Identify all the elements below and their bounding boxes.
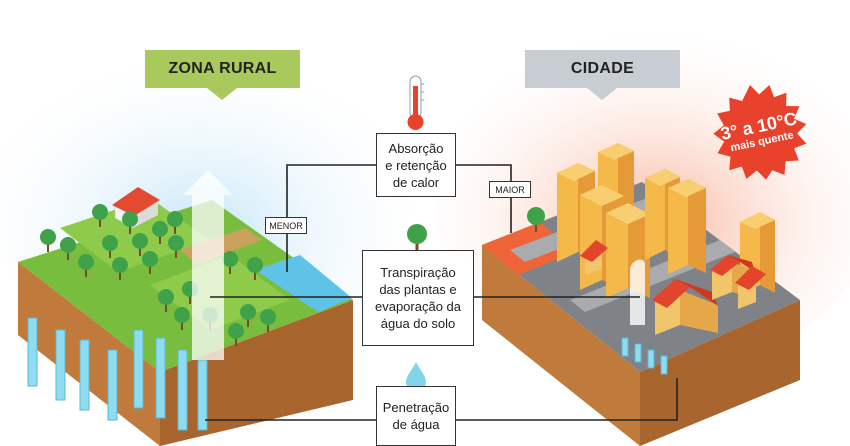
rural-banner-pointer [207,88,237,100]
higher-tag: MAIOR [489,181,531,198]
tree-icon [407,224,427,250]
city-label: CIDADE [571,60,634,78]
city-banner-pointer [587,88,617,100]
rural-zone-banner: ZONA RURAL [145,50,300,88]
higher-tag-text: MAIOR [495,185,525,195]
transpiration-box: Transpiração das plantas e evaporação da… [362,250,474,346]
city-banner: CIDADE [525,50,680,88]
city-wind-arrow-icon [630,260,645,325]
heat-absorption-text: Absorção e retenção de calor [385,140,446,191]
water-penetration-text: Penetração de água [383,399,450,433]
rural-zone-label: ZONA RURAL [168,60,276,78]
heat-absorption-box: Absorção e retenção de calor [376,133,456,197]
water-penetration-box: Penetração de água [376,386,456,446]
transpiration-text: Transpiração das plantas e evaporação da… [375,264,461,332]
thermometer-icon [408,76,425,130]
temperature-badge: 3° a 10°C mais quente [701,73,820,192]
lower-tag-text: MENOR [269,221,303,231]
lower-tag: MENOR [265,217,307,234]
